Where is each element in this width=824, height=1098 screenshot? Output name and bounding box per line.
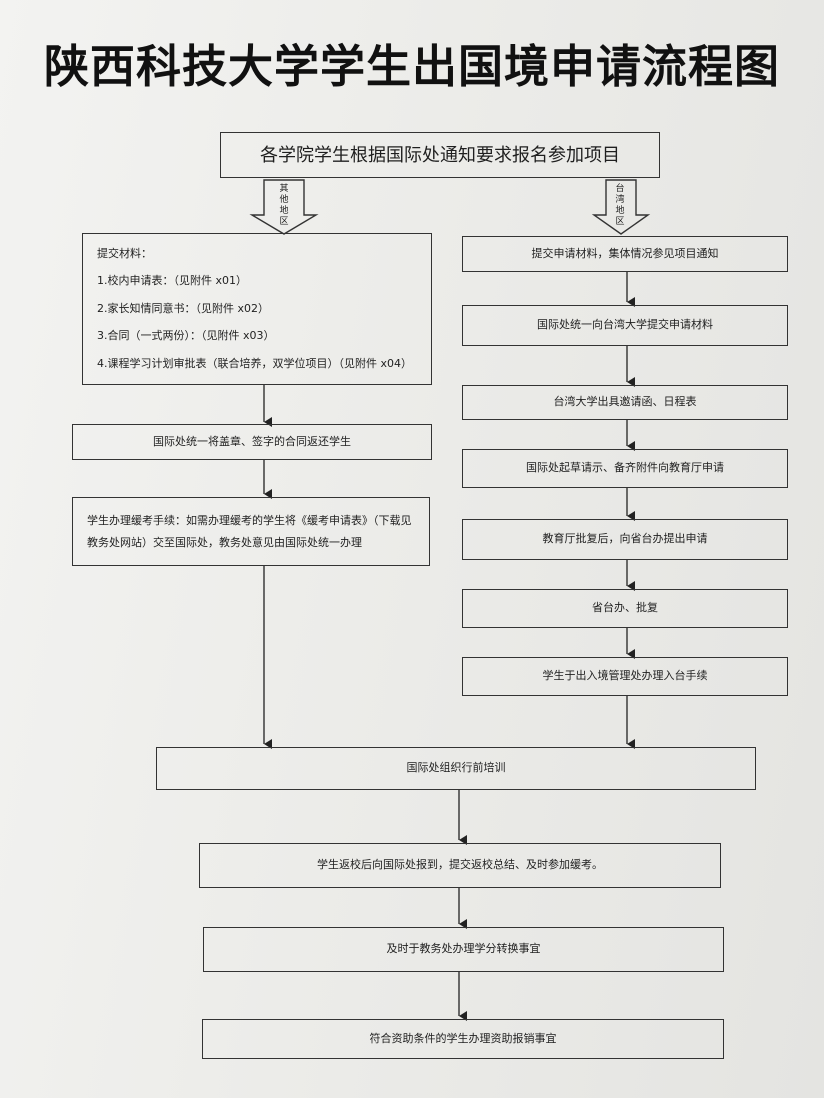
step-credit-transfer: 及时于教务处办理学分转换事宜 [203, 927, 724, 972]
step-right-1: 提交申请材料，集体情况参见项目通知 [462, 236, 788, 272]
step-return-report: 学生返校后向国际处报到，提交返校总结、及时参加缓考。 [199, 843, 721, 888]
step-right-6: 省台办、批复 [462, 589, 788, 628]
step-right-5: 教育厅批复后，向省台办提出申请 [462, 519, 788, 560]
step-top-register: 各学院学生根据国际处通知要求报名参加项目 [220, 132, 660, 178]
step-right-2: 国际处统一向台湾大学提交申请材料 [462, 305, 788, 346]
branch-label-taiwan: 台湾地区 [615, 184, 625, 227]
step-deferral: 学生办理缓考手续：如需办理缓考的学生将《缓考申请表》（下载见教务处网站）交至国际… [72, 497, 430, 566]
branch-label-other-regions: 其他地区 [279, 184, 289, 227]
page-title: 陕西科技大学学生出国境申请流程图 [43, 40, 780, 93]
step-return-contract: 国际处统一将盖章、签字的合同返还学生 [72, 424, 432, 460]
step-right-7: 学生于出入境管理处办理入台手续 [462, 657, 788, 696]
branch-arrow-right [591, 179, 651, 235]
step-pre-departure-training: 国际处组织行前培训 [156, 747, 756, 790]
branch-arrow-left [249, 179, 319, 235]
materials-item-1: 1.校内申请表：（见附件 x01） [97, 274, 247, 288]
materials-item-3: 3.合同（一式两份）：（见附件 x03） [97, 329, 275, 343]
materials-item-2: 2.家长知情同意书：（见附件 x02） [97, 301, 269, 315]
step-right-4: 国际处起草请示、备齐附件向教育厅申请 [462, 449, 788, 488]
materials-item-4: 4.课程学习计划审批表（联合培养，双学位项目）（见附件 x04） [97, 356, 412, 370]
step-funding-reimbursement: 符合资助条件的学生办理资助报销事宜 [202, 1019, 724, 1059]
step-submit-materials: 提交材料： 1.校内申请表：（见附件 x01） 2.家长知情同意书：（见附件 x… [82, 233, 432, 385]
materials-heading: 提交材料： [97, 247, 152, 260]
step-right-3: 台湾大学出具邀请函、日程表 [462, 385, 788, 420]
